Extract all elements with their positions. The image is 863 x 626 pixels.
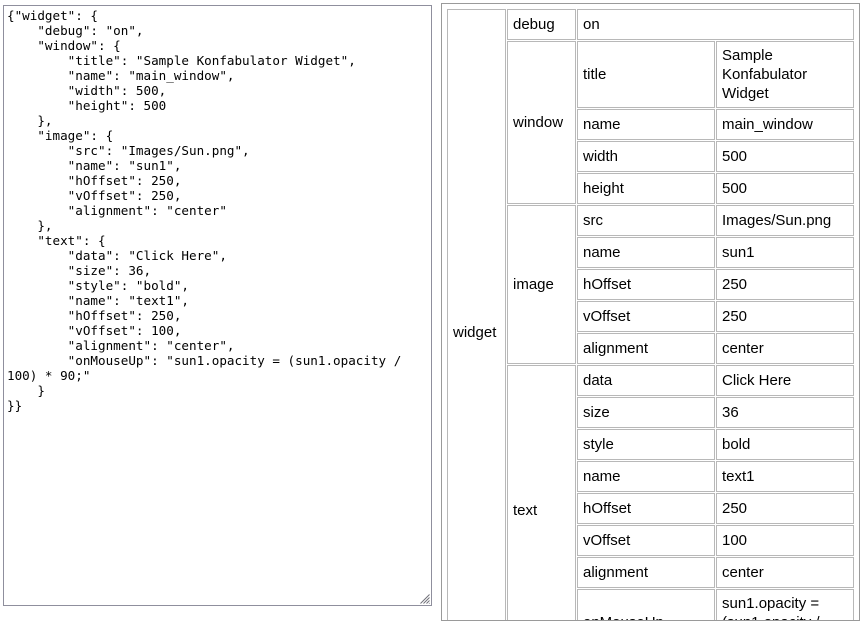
json-source-text[interactable]: {"widget": { "debug": "on", "window": { … bbox=[7, 8, 402, 413]
table-row: vOffset 250 bbox=[447, 301, 854, 332]
cell-key-text-onmouseup: onMouseUp bbox=[577, 589, 715, 620]
cell-key-image-voffset: vOffset bbox=[577, 301, 715, 332]
cell-key-text-data: data bbox=[577, 365, 715, 396]
table-row: size 36 bbox=[447, 397, 854, 428]
cell-value-window-width: 500 bbox=[716, 141, 854, 172]
cell-key-image-src: src bbox=[577, 205, 715, 236]
cell-key-text-alignment: alignment bbox=[577, 557, 715, 588]
table-row: hOffset 250 bbox=[447, 493, 854, 524]
cell-key-window-height: height bbox=[577, 173, 715, 204]
table-row: style bold bbox=[447, 429, 854, 460]
table-row: vOffset 100 bbox=[447, 525, 854, 556]
cell-value-image-name: sun1 bbox=[716, 237, 854, 268]
cell-value-window-title: Sample Konfabulator Widget bbox=[716, 41, 854, 108]
table-row: window title Sample Konfabulator Widget bbox=[447, 41, 854, 204]
json-input-textarea[interactable]: {"widget": { "debug": "on", "window": { … bbox=[3, 5, 432, 606]
cell-value-window-height: 500 bbox=[716, 173, 854, 204]
cell-key-image-alignment: alignment bbox=[577, 333, 715, 364]
json-table: widget debug on window title Sample Konf… bbox=[446, 8, 855, 620]
cell-key-text-style: style bbox=[577, 429, 715, 460]
table-row: onMouseUp sun1.opacity = (sun1.opacity /… bbox=[447, 589, 854, 620]
cell-value-image-alignment: center bbox=[716, 333, 854, 364]
cell-key-window: window bbox=[507, 41, 576, 204]
cell-value-text-style: bold bbox=[716, 429, 854, 460]
cell-key-window-width: width bbox=[577, 141, 715, 172]
textarea-resize-grip[interactable] bbox=[417, 591, 430, 604]
cell-value-text-hoffset: 250 bbox=[716, 493, 854, 524]
json-table-pane: widget debug on window title Sample Konf… bbox=[441, 3, 860, 621]
table-row: name main_window bbox=[447, 109, 854, 140]
cell-value-text-name: text1 bbox=[716, 461, 854, 492]
table-row: image src Images/Sun.png bbox=[447, 205, 854, 364]
cell-value-text-data: Click Here bbox=[716, 365, 854, 396]
cell-value-image-src: Images/Sun.png bbox=[716, 205, 854, 236]
table-row: name text1 bbox=[447, 461, 854, 492]
cell-value-text-alignment: center bbox=[716, 557, 854, 588]
cell-key-text-hoffset: hOffset bbox=[577, 493, 715, 524]
cell-value-image-hoffset: 250 bbox=[716, 269, 854, 300]
table-row: name sun1 bbox=[447, 237, 854, 268]
cell-key-text: text bbox=[507, 365, 576, 620]
cell-key-text-name: name bbox=[577, 461, 715, 492]
cell-value-text-size: 36 bbox=[716, 397, 854, 428]
table-row: alignment center bbox=[447, 557, 854, 588]
table-row: height 500 bbox=[447, 173, 854, 204]
table-row: text data Click Here bbox=[447, 365, 854, 620]
cell-value-image-voffset: 250 bbox=[716, 301, 854, 332]
cell-key-window-title: title bbox=[577, 41, 715, 108]
cell-key-text-voffset: vOffset bbox=[577, 525, 715, 556]
table-row: widget debug on bbox=[447, 9, 854, 620]
cell-key-image: image bbox=[507, 205, 576, 364]
table-row: hOffset 250 bbox=[447, 269, 854, 300]
cell-key-image-name: name bbox=[577, 237, 715, 268]
cell-key-text-size: size bbox=[577, 397, 715, 428]
cell-value-debug: on bbox=[577, 9, 854, 40]
cell-value-text-voffset: 100 bbox=[716, 525, 854, 556]
cell-key-image-hoffset: hOffset bbox=[577, 269, 715, 300]
cell-key-debug: debug bbox=[507, 9, 576, 40]
cell-value-text-onmouseup: sun1.opacity = (sun1.opacity / 100) * 90… bbox=[716, 589, 854, 620]
table-row: alignment center bbox=[447, 333, 854, 364]
cell-key-window-name: name bbox=[577, 109, 715, 140]
table-row: width 500 bbox=[447, 141, 854, 172]
cell-key-widget: widget bbox=[447, 9, 506, 620]
cell-value-window-name: main_window bbox=[716, 109, 854, 140]
